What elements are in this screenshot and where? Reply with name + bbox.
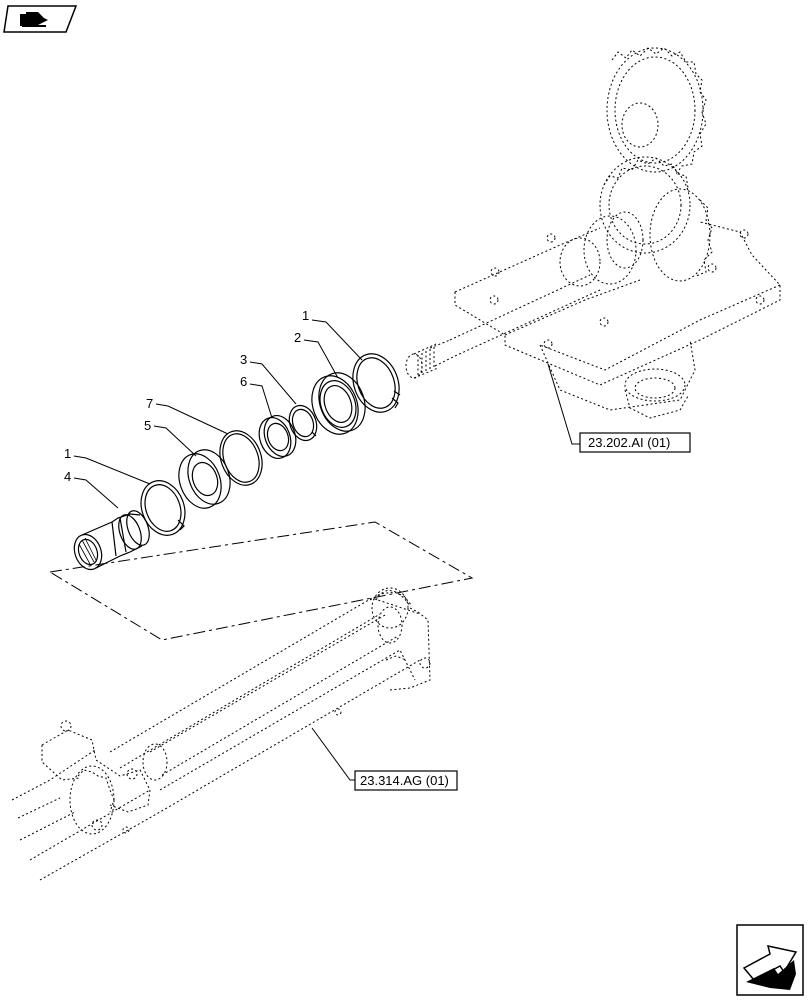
bearing	[311, 372, 366, 435]
seal	[178, 449, 231, 509]
snap-ring-small	[288, 404, 318, 442]
transmission-housing-assembly	[405, 47, 781, 419]
callout-4: 4	[64, 469, 71, 484]
reference-box-transmission[interactable]: 23.202.AI (01)	[579, 432, 691, 453]
spacer-ring	[258, 415, 297, 459]
book-arrow-icon[interactable]	[3, 5, 78, 33]
reference-axle-label: 23.314.AG (01)	[360, 773, 449, 788]
axle-assembly	[11, 587, 431, 881]
callout-7: 7	[146, 396, 153, 411]
splined-coupler	[73, 510, 150, 571]
snap-ring-upper	[352, 353, 401, 413]
callout-2: 2	[294, 330, 301, 345]
callout-5: 5	[144, 418, 151, 433]
reference-transmission-label: 23.202.AI (01)	[588, 435, 670, 450]
callout-1-lower: 1	[64, 446, 71, 461]
next-page-arrow-icon[interactable]	[736, 924, 804, 996]
reference-box-axle[interactable]: 23.314.AG (01)	[354, 770, 458, 791]
callout-3: 3	[240, 352, 247, 367]
alignment-outline	[48, 521, 474, 641]
leader-lines	[73, 319, 580, 781]
callout-6: 6	[240, 374, 247, 389]
snap-ring-lower	[140, 480, 186, 536]
callout-1-upper: 1	[302, 308, 309, 323]
